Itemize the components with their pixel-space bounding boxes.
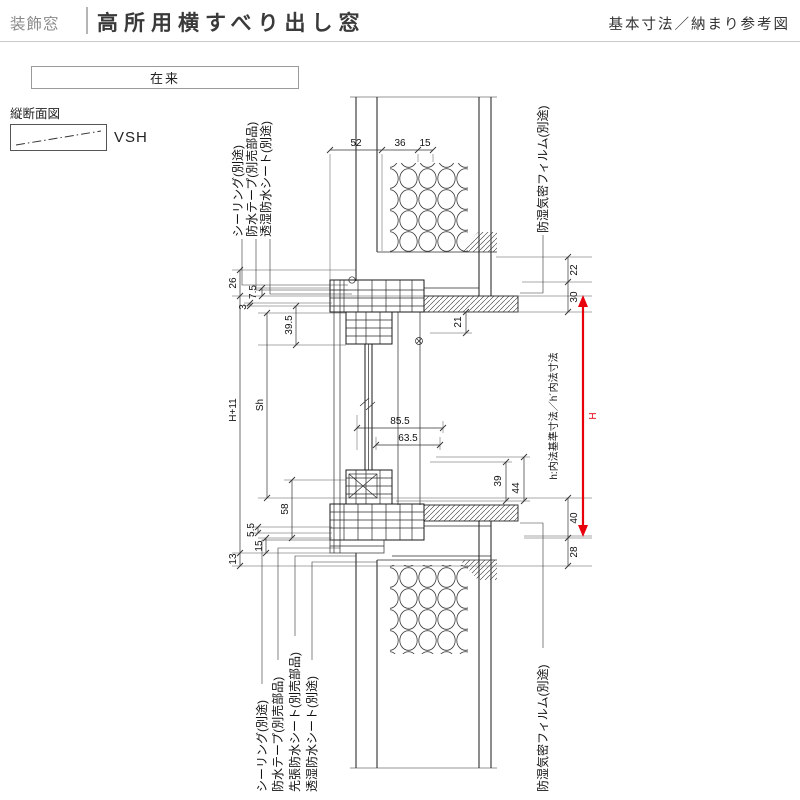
legend-box — [10, 124, 107, 151]
dim-7-5: 7.5 — [248, 285, 259, 299]
dim-39-5: 39.5 — [284, 315, 295, 335]
dim-3: 3 — [238, 304, 249, 310]
dim-39: 39 — [493, 475, 504, 487]
glass-break-mark — [359, 397, 376, 411]
header-rule — [0, 41, 800, 42]
dim-58: 58 — [280, 503, 291, 515]
interior-sill-board — [423, 504, 519, 522]
construction-method-label: 在来 — [149, 71, 180, 86]
dim-h-red: H — [588, 412, 599, 419]
dim-26: 26 — [228, 277, 239, 289]
upper-insulation — [390, 163, 468, 252]
extension-lines — [232, 154, 592, 567]
dim-top-52: 52 — [350, 138, 362, 149]
reference-note: 基本寸法／納まり参考図 — [608, 17, 790, 33]
upper-wall-section — [350, 96, 497, 296]
dim-sh: Sh — [255, 399, 266, 411]
window-frame-section — [329, 276, 491, 557]
callout-top-vapor-film: 防湿気密フィルム(別途) — [535, 105, 550, 233]
callout-leader-lines — [241, 235, 544, 684]
dim-40: 40 — [569, 512, 580, 524]
category-label: 装飾窓 — [10, 16, 60, 33]
center-mark-icon — [415, 337, 423, 345]
lower-wall-section — [350, 521, 497, 769]
interior-head-board — [423, 295, 519, 313]
dim-30: 30 — [569, 291, 580, 303]
model-code: VSH — [114, 129, 148, 146]
dimension-lines — [236, 146, 572, 570]
dim-15-left: 15 — [254, 540, 265, 552]
lintel-hatch — [460, 232, 497, 252]
callout-top-sealing: シーリング(別途) — [230, 145, 245, 237]
callout-bottom-breathable-sheet: 透湿防水シート(別途) — [304, 676, 319, 792]
construction-method-box: 在来 — [31, 66, 299, 89]
sill-support-hatch — [460, 560, 497, 580]
page-title: 高所用横すべり出し窓 — [97, 12, 366, 35]
dim-21: 21 — [453, 316, 464, 328]
dim-h-plus-11: H+11 — [228, 398, 239, 422]
dim-13: 13 — [228, 553, 239, 565]
callout-top-waterproof-tape: 防水テープ(別売部品) — [244, 122, 259, 237]
section-line-symbol — [15, 130, 102, 146]
dim-28: 28 — [569, 546, 580, 558]
dim-44: 44 — [511, 482, 522, 494]
header-divider — [86, 7, 88, 34]
dim-85-5: 85.5 — [390, 416, 410, 427]
section-view-label: 縦断面図 — [10, 107, 61, 121]
dim-63-5: 63.5 — [398, 433, 418, 444]
callout-bottom-pre-waterproof-sheet: 先張防水シート(別売部品) — [287, 652, 302, 792]
callout-bottom-waterproof-tape: 防水テープ(別売部品) — [270, 677, 285, 792]
lower-insulation — [390, 565, 468, 654]
dim-top-15: 15 — [419, 138, 431, 149]
dim-5-5: 5.5 — [246, 523, 257, 537]
inner-height-arrow — [578, 295, 588, 537]
callout-top-breathable-sheet: 透湿防水シート(別途) — [258, 121, 273, 237]
inner-height-note: h:内法基準寸法／h´内法寸法 — [547, 352, 560, 479]
dim-22: 22 — [569, 264, 580, 276]
head-sealant-bead — [348, 276, 356, 284]
callout-bottom-sealing: シーリング(別途) — [254, 700, 269, 792]
callout-bottom-vapor-film: 防湿気密フィルム(別途) — [535, 664, 550, 792]
dim-top-36: 36 — [394, 138, 406, 149]
